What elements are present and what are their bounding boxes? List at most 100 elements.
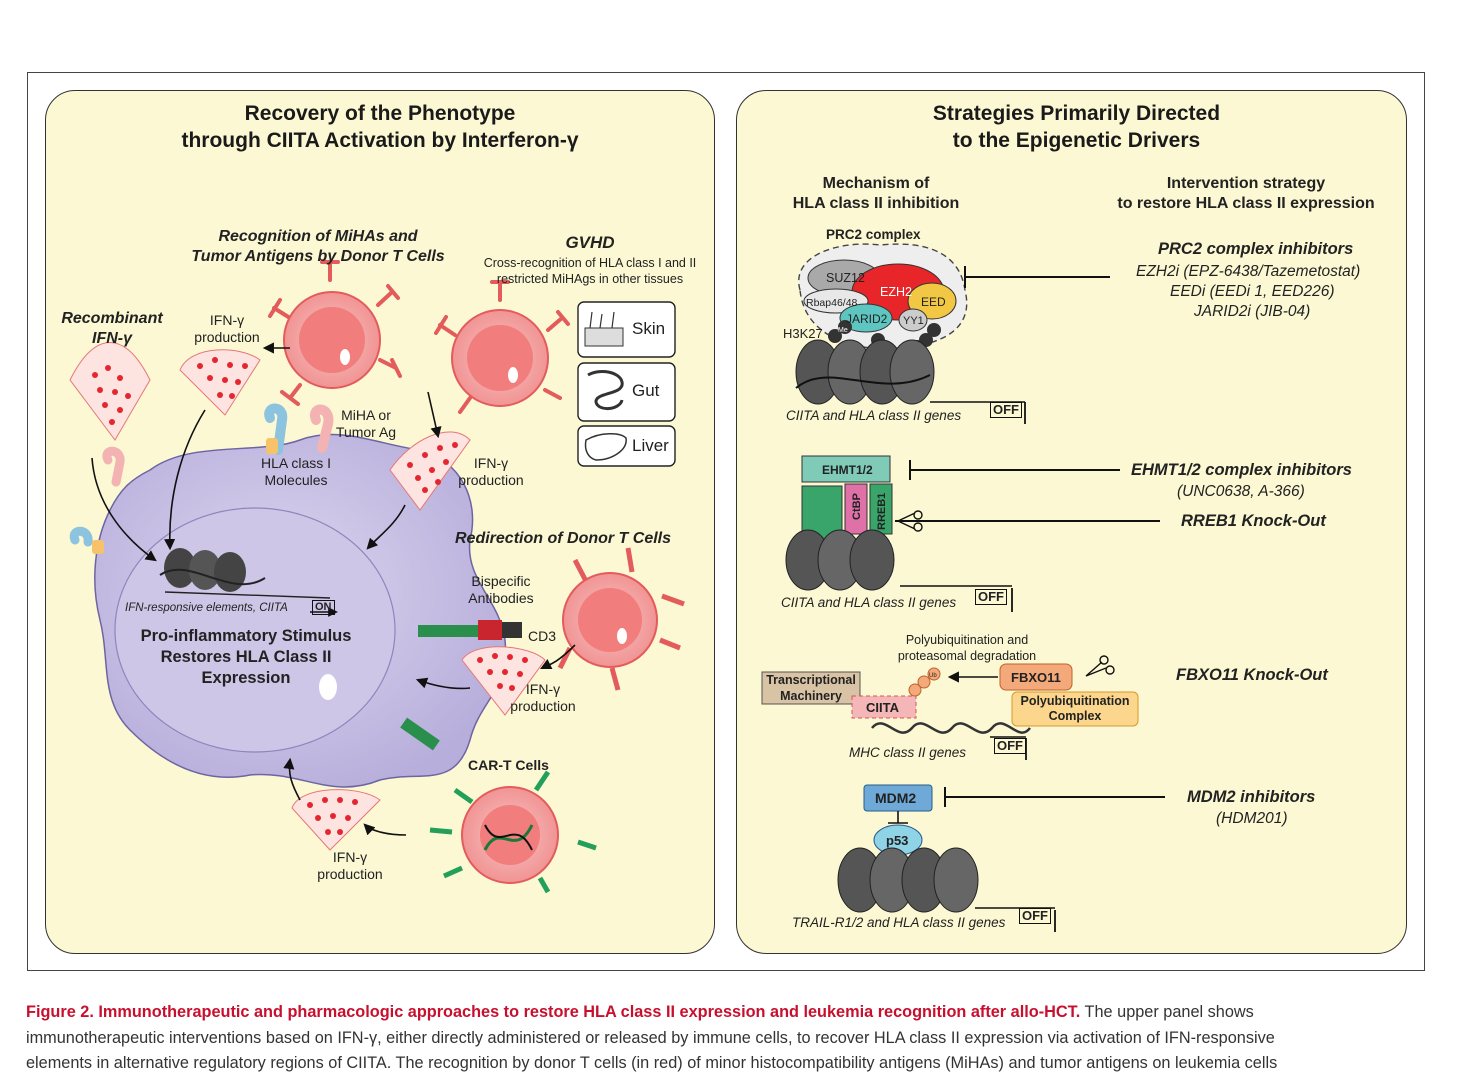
car-t-label: CAR-T Cells <box>468 757 549 773</box>
jarid2i-label: JARID2i (JIB-04) <box>1194 303 1311 320</box>
polyub-complex-box <box>1011 691 1139 727</box>
trail-genes-label: TRAIL-R1/2 and HLA class II genes <box>792 915 1006 930</box>
jarid2-subunit <box>839 303 893 333</box>
off-badge-1: OFF <box>990 402 1022 418</box>
gvhd-heading: GVHD <box>565 233 615 252</box>
caption-line3: elements in alternative regulatory regio… <box>26 1054 1278 1072</box>
fbxo11-knockout-label: FBXO11 Knock-Out <box>1176 666 1328 684</box>
chromatin-on-icon <box>159 548 338 617</box>
ifn-responsive-elements-label: IFN-responsive elements, CIITA <box>125 602 288 614</box>
left-panel-title: Recovery of the Phenotype through CIITA … <box>181 102 579 152</box>
ub-chain-icon <box>908 667 941 697</box>
rreb1-label: RREB1 <box>876 492 888 530</box>
redirection-heading: Redirection of Donor T Cells <box>455 530 672 547</box>
car-receptor-icon <box>400 717 440 751</box>
car-t-cell-icon <box>429 770 597 894</box>
yy1-label: YY1 <box>903 315 924 327</box>
caption-lead: Figure 2. Immunotherapeutic and pharmaco… <box>26 1003 1081 1021</box>
eed-label: EED <box>921 295 946 309</box>
p53-label: p53 <box>886 833 909 848</box>
yy1-subunit <box>898 308 928 332</box>
liver-icon <box>584 433 627 461</box>
transcriptional-machinery-box <box>761 671 861 705</box>
tissue-skin-label: Skin <box>632 319 666 338</box>
me-label: Me <box>838 327 848 334</box>
suz12-label: SUZ12 <box>826 271 865 285</box>
ifn-gamma-triangle-recombinant <box>69 342 151 441</box>
ehmt-drugs-label: (UNC0638, A-366) <box>1177 483 1305 500</box>
ifn-gamma-triangle-1 <box>179 349 261 416</box>
caption-line2: immunotherapeutic interventions based on… <box>26 1028 1275 1047</box>
tissue-liver-label: Liver <box>632 436 669 455</box>
genes-label-1: CIITA and HLA class II genes <box>786 408 962 423</box>
ifn-gamma-triangle-3 <box>461 646 546 716</box>
mdm2-label: MDM2 <box>875 790 917 806</box>
fbxo11-label: FBXO11 <box>1011 670 1061 685</box>
prc2-complex-label: PRC2 complex <box>826 227 921 242</box>
flow-arrows <box>91 342 576 836</box>
ciita-box <box>851 695 917 719</box>
ehmt-inhibitors-label: EHMT1/2 complex inhibitors <box>1131 461 1352 479</box>
ctbp-label: CtBP <box>851 493 863 520</box>
caption-line1-rest: The upper panel shows <box>1080 1003 1254 1021</box>
redirected-t-cell-icon <box>557 547 685 691</box>
prc2-inhibitors-label: PRC2 complex inhibitors <box>1158 240 1354 258</box>
ifn-gamma-triangle-4 <box>291 789 381 851</box>
ub-label: Ub <box>929 673 937 679</box>
figure-caption: Figure 2. Immunotherapeutic and pharmaco… <box>26 1000 1426 1077</box>
scissors-icon-fbxo11 <box>1085 655 1115 677</box>
off-badge-4: OFF <box>1019 908 1051 924</box>
scissors-icon-rreb1 <box>897 510 923 532</box>
gvhd-t-cell-icon <box>434 280 570 414</box>
gut-icon <box>587 370 624 410</box>
ctbp-box <box>844 483 868 535</box>
on-state-badge: ON <box>312 600 335 615</box>
off-badge-3: OFF <box>994 738 1026 754</box>
h3k27-label: H3K27 <box>783 326 823 341</box>
cd3-label: CD3 <box>528 628 557 644</box>
chromatin-1-icon <box>795 339 1026 424</box>
rreb1-knockout-label: RREB1 Knock-Out <box>1181 512 1326 530</box>
mdm2-inhibitors-label: MDM2 inhibitors <box>1187 788 1316 806</box>
skin-icon <box>584 311 624 347</box>
ehmt-box <box>801 455 891 483</box>
off-badge-2: OFF <box>975 589 1007 605</box>
chromatin-2-icon <box>785 529 1013 612</box>
ifn-gamma-triangle-2 <box>389 431 471 511</box>
ciita-label: CIITA <box>866 700 899 715</box>
bispecific-antibody-icon <box>418 620 522 640</box>
fbxo11-box <box>999 663 1073 691</box>
genes-label-2: CIITA and HLA class II genes <box>781 595 957 610</box>
inhibition-lines <box>895 266 1165 807</box>
rbap-label: Rbap46/48 <box>806 297 858 309</box>
jarid2-label: JARID2 <box>846 312 888 326</box>
mhc-genes-label: MHC class II genes <box>849 745 967 760</box>
mdm2-drug-label: (HDM201) <box>1216 810 1288 827</box>
tissue-gut-label: Gut <box>632 381 660 400</box>
donor-t-cell-icon <box>268 260 402 406</box>
ezh2-label: EZH2 <box>880 285 912 299</box>
eedi-label: EEDi (EEDi 1, EED226) <box>1170 283 1335 300</box>
hla-molecule-icon <box>69 403 334 554</box>
dna-helix-icon <box>871 722 1031 734</box>
nucleus-highlight <box>319 674 337 700</box>
